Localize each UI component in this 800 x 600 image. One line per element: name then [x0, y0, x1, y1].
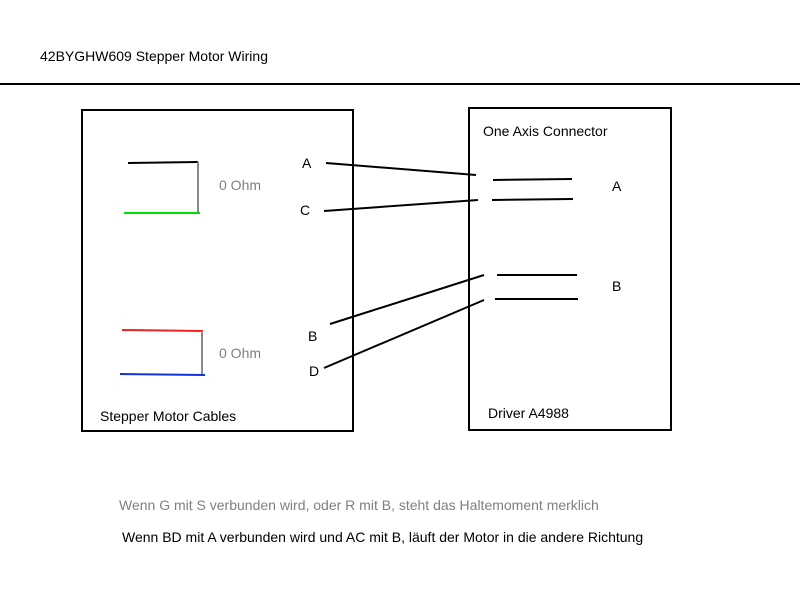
connection-a	[325, 162, 477, 176]
motor-pin-a-label: A	[302, 155, 312, 171]
motor-box-label: Stepper Motor Cables	[100, 408, 237, 424]
driver-box	[468, 107, 672, 431]
connection-b	[329, 274, 485, 325]
motor-pin-b-label: B	[308, 328, 318, 344]
note-holding-torque: Wenn G mit S verbunden wird, oder R mit …	[119, 497, 599, 513]
motor-box	[81, 109, 354, 432]
driver-pin-a-label: A	[612, 178, 622, 194]
coil1-resistance-label: 0 Ohm	[219, 177, 262, 193]
driver-pin-b-label: B	[612, 278, 622, 294]
driver-box-label: Driver A4988	[488, 405, 569, 421]
wire-black	[127, 161, 199, 164]
driver-terminal-a1	[492, 178, 573, 181]
connection-c	[323, 199, 479, 212]
connection-d	[323, 299, 485, 369]
coil2-resistance-label: 0 Ohm	[219, 345, 262, 361]
driver-box-header: One Axis Connector	[483, 123, 608, 139]
motor-pin-d-label: D	[309, 363, 320, 379]
wire-blue	[119, 373, 206, 376]
note-reverse-direction: Wenn BD mit A verbunden wird und AC mit …	[122, 529, 644, 545]
wire-red	[121, 329, 204, 332]
motor-pin-c-label: C	[300, 202, 311, 218]
diagram-title: 42BYGHW609 Stepper Motor Wiring	[40, 48, 268, 64]
driver-terminal-a2	[491, 198, 574, 201]
